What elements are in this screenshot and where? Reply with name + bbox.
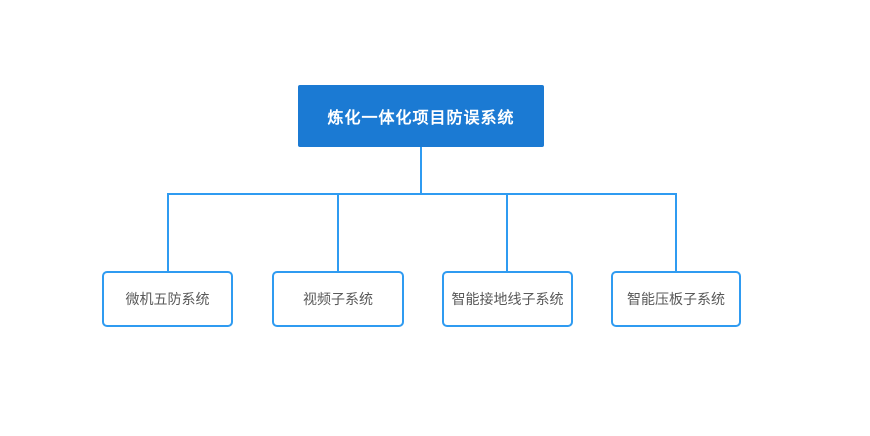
root-node-label: 炼化一体化项目防误系统: [327, 110, 515, 127]
connector-drop-2: [337, 193, 339, 271]
child-node-label: 智能接地线子系统: [451, 291, 564, 307]
connector-drop-3: [506, 193, 508, 271]
child-node-grounding[interactable]: 智能接地线子系统: [442, 271, 573, 327]
root-node[interactable]: 炼化一体化项目防误系统: [298, 85, 544, 147]
connector-horizontal-rail: [167, 193, 677, 195]
connector-drop-1: [167, 193, 169, 271]
child-node-label: 微机五防系统: [125, 291, 210, 307]
child-node-video[interactable]: 视频子系统: [272, 271, 404, 327]
connector-root-stem: [420, 147, 422, 194]
child-node-label: 智能压板子系统: [627, 291, 725, 307]
child-node-wjwf[interactable]: 微机五防系统: [102, 271, 233, 327]
child-node-pressplate[interactable]: 智能压板子系统: [611, 271, 741, 327]
child-node-label: 视频子系统: [303, 291, 373, 307]
connector-drop-4: [675, 193, 677, 271]
